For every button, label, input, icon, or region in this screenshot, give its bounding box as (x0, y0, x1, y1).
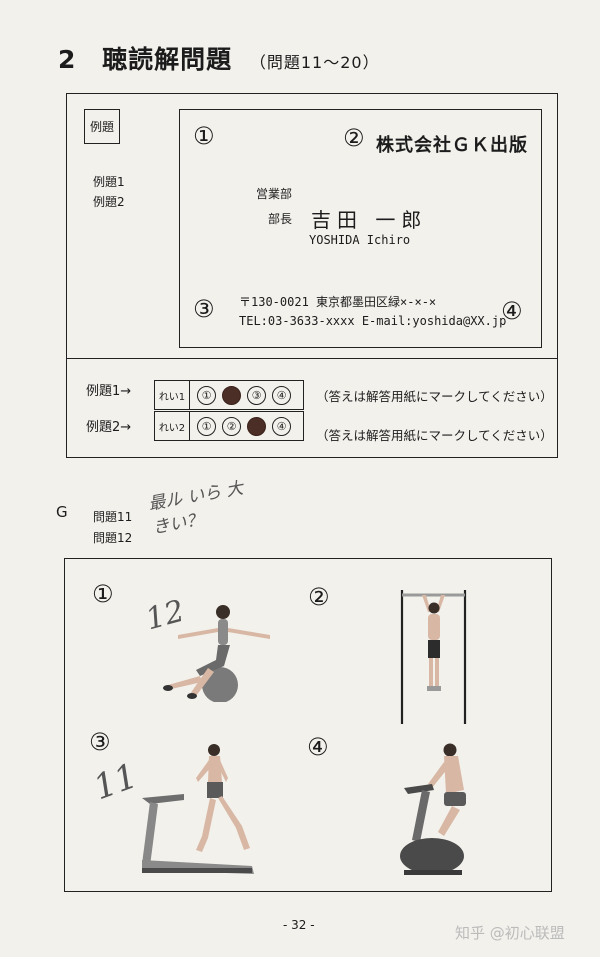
person-name-en: YOSHIDA Ichiro (309, 233, 411, 247)
page-number: - 32 - (283, 918, 315, 932)
answer-row-1-note: （答えは解答用紙にマークしてください） (316, 389, 553, 404)
answer-row-1-opt-4: ④ (272, 385, 291, 405)
answer-row-1-opt-2-filled (222, 385, 241, 405)
card-address: 〒130-0021 東京都墨田区緑×-×-× (239, 295, 437, 309)
example-label-box: 例題 (84, 109, 120, 144)
card-option-2: ② (343, 124, 365, 152)
answer-row-2-opt-3-filled (247, 416, 266, 436)
answer-row-1-opt-3: ③ (247, 385, 266, 405)
card-option-4: ④ (501, 297, 523, 325)
section-letter: G (56, 503, 68, 521)
company-name: 株式会社ＧＫ出版 (376, 135, 528, 156)
option-3-number: ③ (89, 728, 111, 756)
problem-12-label: 問題12 (93, 531, 133, 545)
section-heading: 2 聴読解問題 （問題11～20） (58, 40, 380, 76)
problem-11-label: 問題11 (93, 510, 133, 524)
treadmill-icon (142, 744, 254, 874)
answer-row-2-opt-4: ④ (272, 416, 291, 436)
position: 部長 (268, 212, 293, 226)
example-frame (66, 93, 558, 458)
answer-row-2-opt-1: ① (197, 416, 216, 436)
card-option-1: ① (193, 122, 215, 150)
answer-row-1-box: れい1 ① ③ ④ (154, 380, 304, 410)
answer-row-1-rei: れい1 (155, 381, 190, 409)
handwritten-note: 最ル いら 大きい？ (146, 478, 245, 539)
answer-row-2-note: （答えは解答用紙にマークしてください） (316, 428, 553, 443)
business-card (179, 109, 542, 348)
option-4-number: ④ (307, 733, 329, 761)
department: 営業部 (256, 187, 293, 201)
illustration-frame (64, 558, 552, 892)
answer-row-2-label: 例題2→ (86, 420, 132, 435)
person-name-jp: 吉田 一郎 (311, 208, 428, 232)
exercise-bike-icon (400, 743, 466, 875)
woman-exercise-ball-icon (163, 605, 270, 702)
section-title: 聴読解問題 (102, 45, 233, 74)
answer-row-1-opt-1: ① (197, 385, 216, 405)
pull-up-bar-icon (400, 590, 467, 724)
option-1-number: ① (92, 580, 114, 608)
card-contact: TEL:03-3633-xxxx E-mail:yoshida@XX.jp (239, 314, 507, 328)
example-item-1: 例題1 (93, 175, 125, 189)
section-range: （問題11～20） (249, 53, 380, 72)
example-divider (66, 358, 558, 359)
answer-row-2-box: れい2 ① ② ④ (154, 411, 304, 441)
example-item-2: 例題2 (93, 195, 125, 209)
answer-row-2-rei: れい2 (155, 412, 190, 440)
answer-row-2-opt-2: ② (222, 416, 241, 436)
card-option-3: ③ (193, 295, 215, 323)
option-2-number: ② (308, 583, 330, 611)
answer-row-1-label: 例題1→ (86, 384, 132, 399)
watermark: 知乎 @初心联盟 (455, 924, 565, 942)
section-number: 2 (58, 45, 77, 74)
